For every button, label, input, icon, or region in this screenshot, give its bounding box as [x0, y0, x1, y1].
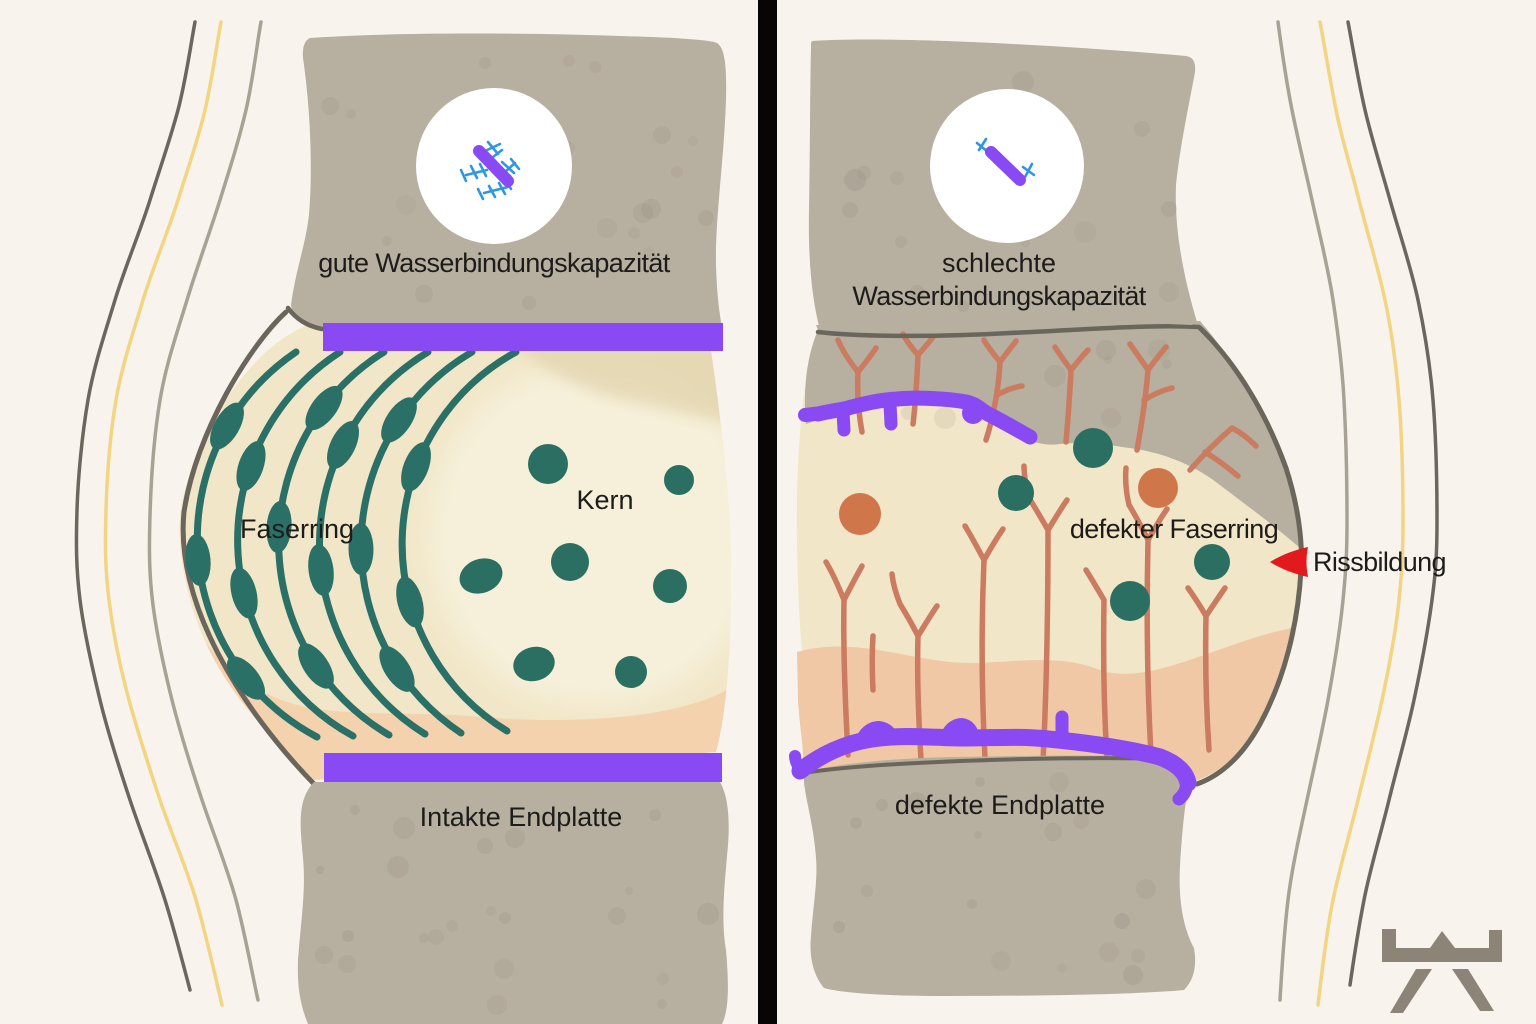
- svg-text:Wasserbindungskapazität: Wasserbindungskapazität: [852, 281, 1146, 311]
- svg-text:schlechte: schlechte: [942, 248, 1056, 278]
- svg-text:Rissbildung: Rissbildung: [1313, 547, 1446, 577]
- svg-text:defekte Endplatte: defekte Endplatte: [895, 790, 1105, 820]
- svg-text:gute Wasserbindungskapazität: gute Wasserbindungskapazität: [318, 248, 671, 278]
- svg-text:Kern: Kern: [576, 485, 633, 515]
- svg-text:defekter Faserring: defekter Faserring: [1070, 514, 1278, 544]
- svg-text:Faserring: Faserring: [240, 514, 354, 544]
- svg-text:Intakte Endplatte: Intakte Endplatte: [420, 802, 623, 832]
